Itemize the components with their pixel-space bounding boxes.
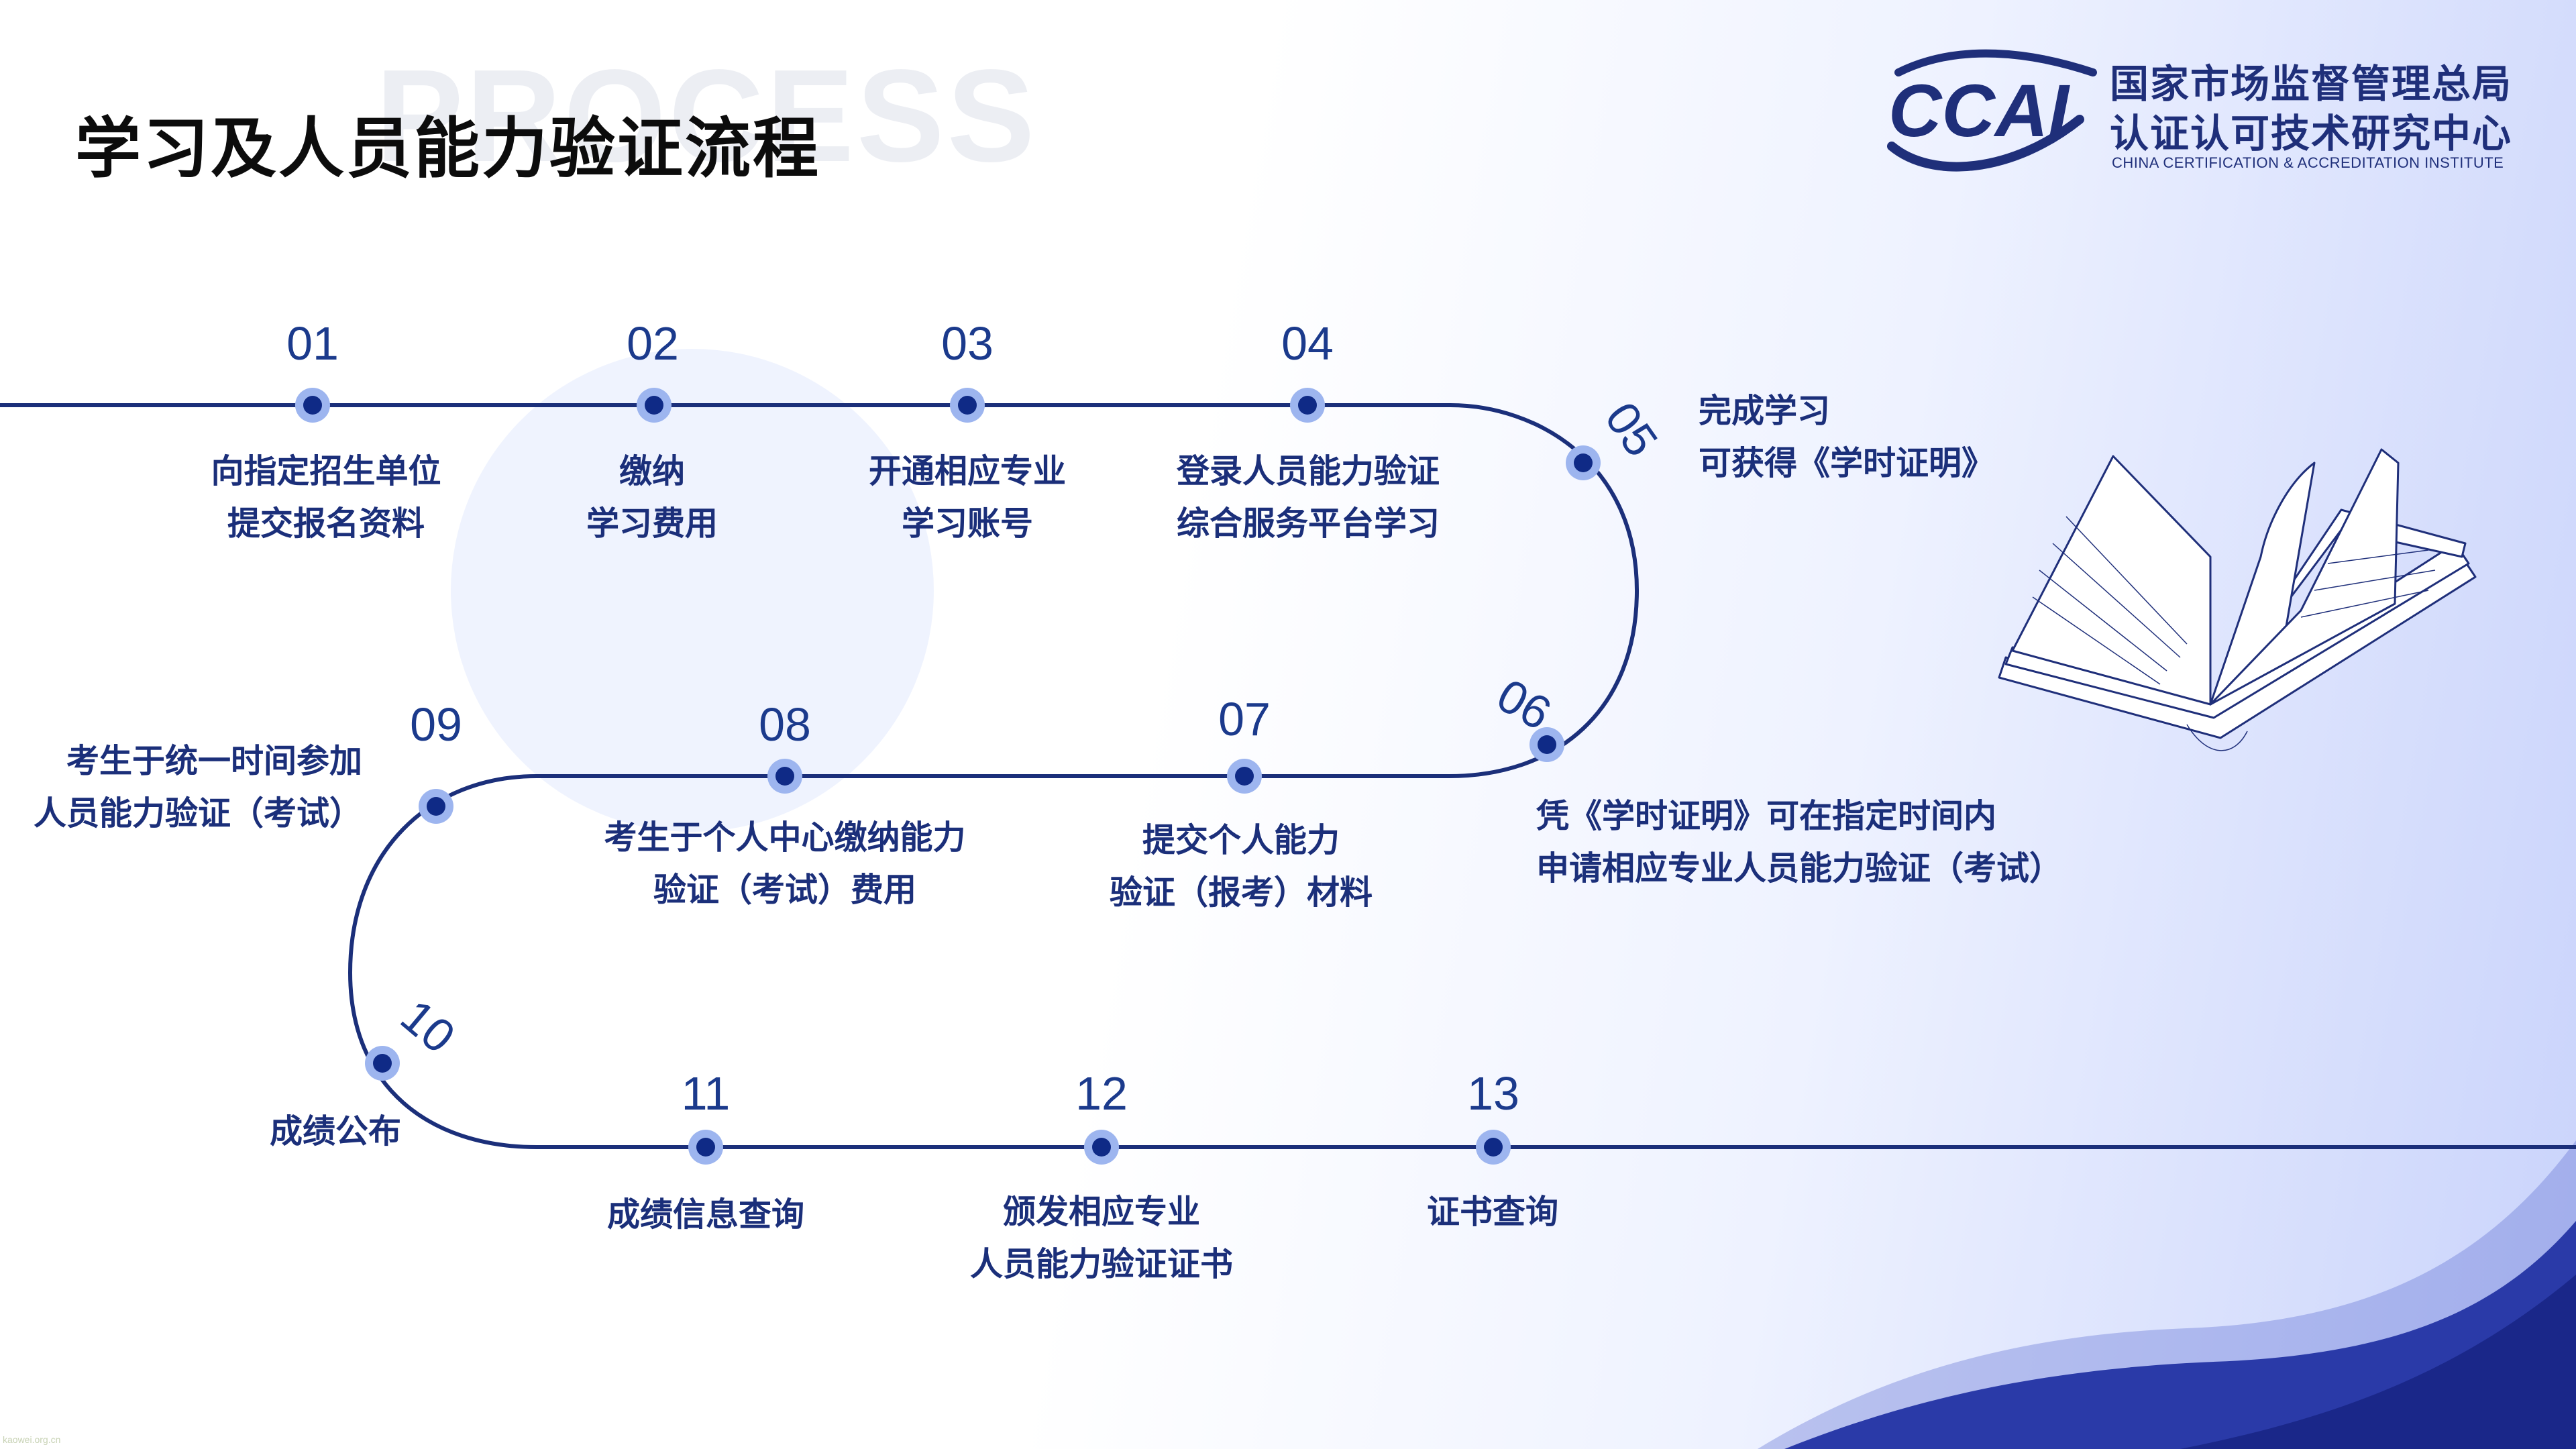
step-label-01-line1: 向指定招生单位: [192, 445, 460, 498]
step-label-10: 成绩公布: [255, 1106, 416, 1158]
step-label-04-line1: 登录人员能力验证: [1154, 445, 1462, 498]
step-number-04: 04: [1240, 317, 1375, 370]
step-label-11-line1: 成绩信息查询: [578, 1189, 833, 1241]
step-label-07: 提交个人能力 验证（报考）材料: [1073, 814, 1409, 919]
step-label-10-line1: 成绩公布: [255, 1106, 416, 1158]
step-label-01-line2: 提交报名资料: [192, 498, 460, 550]
step-label-02: 缴纳 学习费用: [551, 445, 753, 550]
step-dot-04: [1290, 388, 1325, 423]
open-book-icon: [1966, 443, 2502, 792]
step-number-02: 02: [586, 317, 720, 370]
step-label-02-line2: 学习费用: [551, 498, 753, 550]
step-label-13: 证书查询: [1395, 1186, 1590, 1238]
step-dot-11: [688, 1130, 723, 1165]
step-label-06-line2: 申请相应专业人员能力验证（考试）: [1536, 843, 2062, 895]
step-number-13: 13: [1426, 1067, 1560, 1120]
step-number-09: 09: [369, 698, 503, 751]
step-label-07-line1: 提交个人能力: [1073, 814, 1409, 867]
step-dot-03: [950, 388, 985, 423]
step-label-04: 登录人员能力验证 综合服务平台学习: [1154, 445, 1462, 550]
step-label-05: 完成学习 可获得《学时证明》: [1699, 385, 1994, 490]
step-label-04-line2: 综合服务平台学习: [1154, 498, 1462, 550]
step-label-07-line2: 验证（报考）材料: [1073, 867, 1409, 919]
step-number-11: 11: [639, 1067, 773, 1120]
step-dot-01: [295, 388, 330, 423]
step-dot-12: [1084, 1130, 1119, 1165]
step-label-03-line2: 学习账号: [853, 498, 1081, 550]
step-label-03: 开通相应专业 学习账号: [853, 445, 1081, 550]
step-label-13-line1: 证书查询: [1395, 1186, 1590, 1238]
step-label-12-line1: 颁发相应专业: [947, 1186, 1256, 1238]
step-dot-02: [637, 388, 672, 423]
step-label-09: 考生于统一时间参加 人员能力验证（考试）: [24, 735, 362, 840]
step-dot-05: [1566, 445, 1601, 480]
step-label-08: 考生于个人中心缴纳能力 验证（考试）费用: [577, 812, 993, 916]
step-number-01: 01: [246, 317, 380, 370]
step-label-08-line2: 验证（考试）费用: [577, 864, 993, 916]
step-dot-08: [767, 759, 802, 794]
step-label-08-line1: 考生于个人中心缴纳能力: [577, 812, 993, 864]
step-dot-09: [419, 789, 453, 824]
step-label-03-line1: 开通相应专业: [853, 445, 1081, 498]
step-label-09-line1: 考生于统一时间参加: [24, 735, 362, 788]
step-label-12-line2: 人员能力验证证书: [947, 1238, 1256, 1291]
step-dot-13: [1476, 1130, 1511, 1165]
footer-watermark: kaowei.org.cn: [3, 1434, 60, 1445]
step-dot-07: [1227, 759, 1262, 794]
step-number-08: 08: [718, 698, 852, 751]
step-label-12: 颁发相应专业 人员能力验证证书: [947, 1186, 1256, 1291]
step-label-05-line2: 可获得《学时证明》: [1699, 437, 1994, 490]
step-number-12: 12: [1034, 1067, 1169, 1120]
step-dot-10: [365, 1046, 400, 1081]
step-label-02-line1: 缴纳: [551, 445, 753, 498]
step-number-07: 07: [1177, 692, 1311, 746]
step-label-06: 凭《学时证明》可在指定时间内 申请相应专业人员能力验证（考试）: [1536, 790, 2062, 895]
step-label-11: 成绩信息查询: [578, 1189, 833, 1241]
step-label-06-line1: 凭《学时证明》可在指定时间内: [1536, 790, 2062, 843]
step-label-05-line1: 完成学习: [1699, 385, 1994, 437]
step-label-01: 向指定招生单位 提交报名资料: [192, 445, 460, 550]
step-label-09-line2: 人员能力验证（考试）: [24, 788, 362, 840]
step-number-03: 03: [900, 317, 1034, 370]
